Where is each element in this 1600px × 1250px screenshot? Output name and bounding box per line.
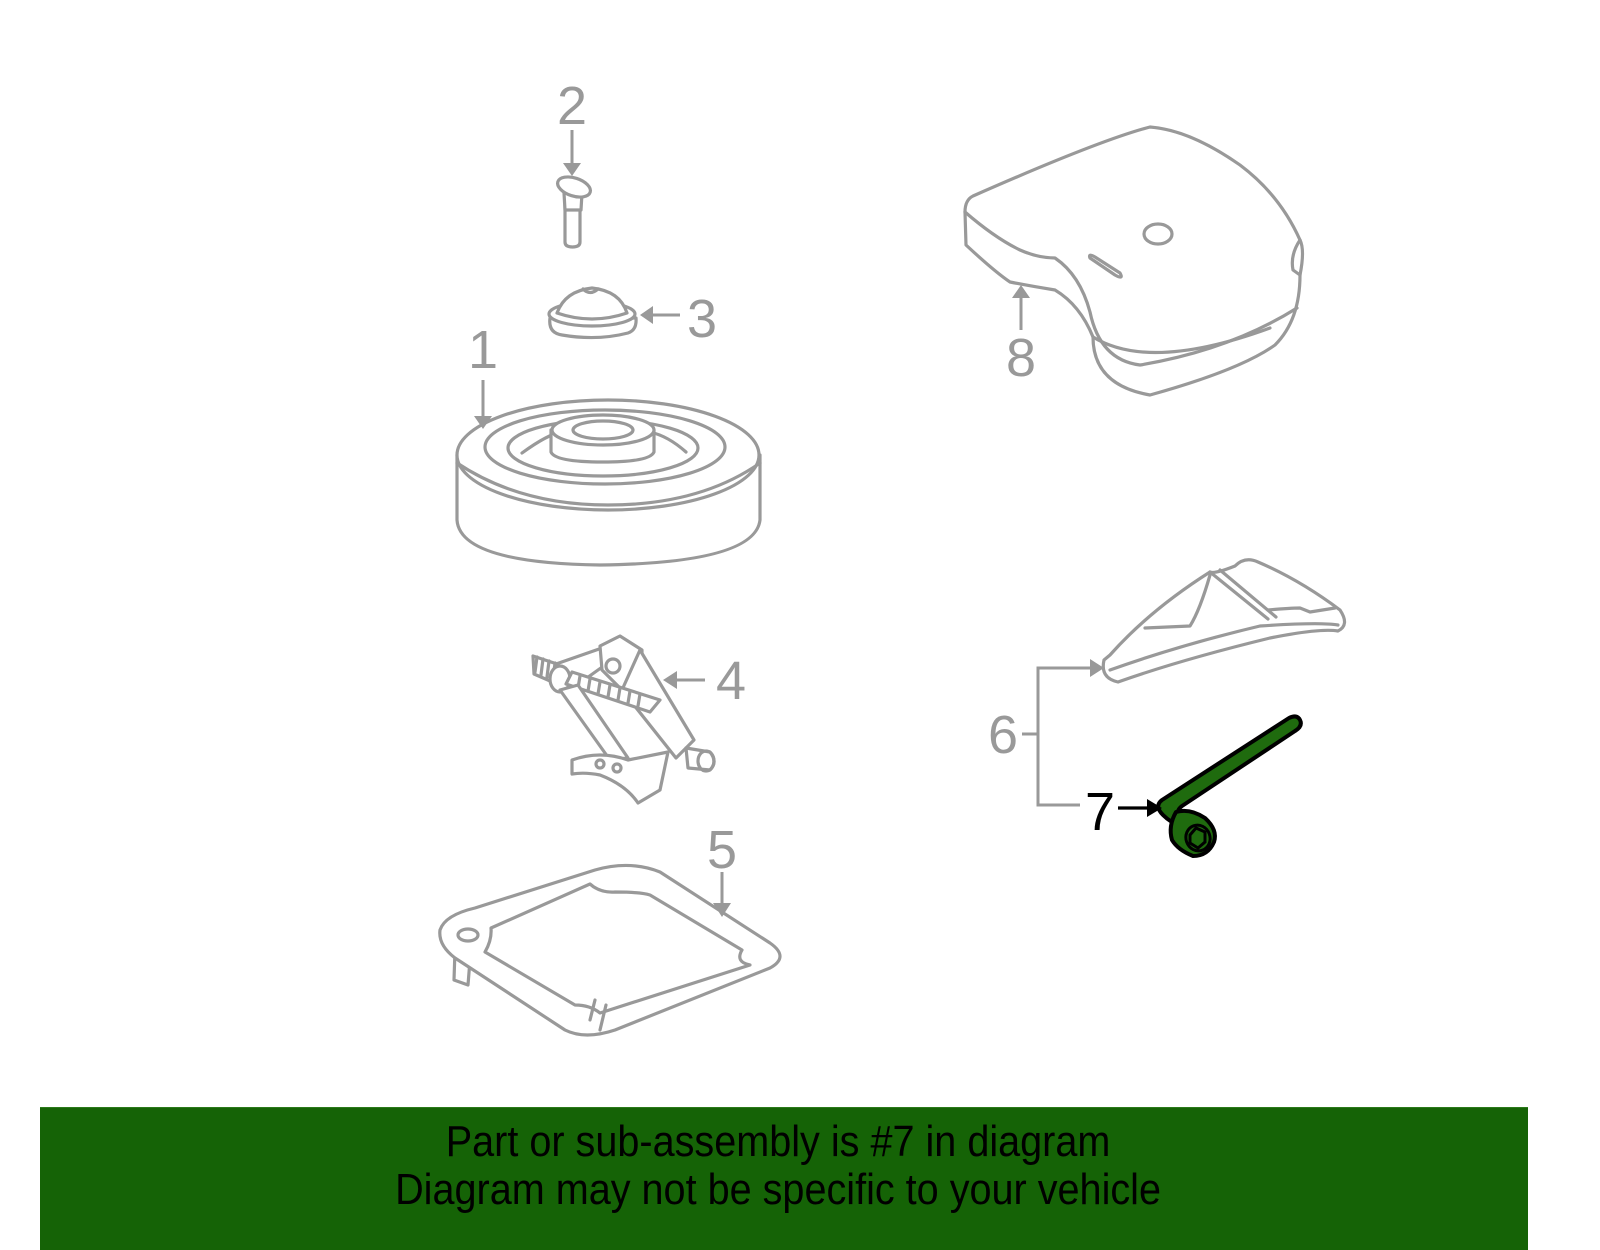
callout-5: 5	[707, 820, 737, 880]
callout-8: 8	[1006, 328, 1036, 388]
spare-tire-illustration	[455, 398, 762, 567]
foam-organizer-illustration	[963, 125, 1305, 397]
callout-3: 3	[687, 289, 717, 349]
tool-kit-illustration	[1101, 558, 1347, 684]
tray-illustration	[438, 863, 782, 1037]
hold-down-bolt-illustration	[555, 175, 593, 249]
lug-wrench-illustration	[1156, 714, 1303, 858]
callout-6: 6	[988, 705, 1018, 765]
callout-4: 4	[716, 651, 746, 711]
banner-disclaimer: Diagram may not be specific to your vehi…	[395, 1165, 1162, 1214]
callout-7: 7	[1085, 782, 1115, 842]
callout-1: 1	[468, 320, 498, 380]
spacer-cap-illustration	[547, 286, 638, 340]
callout-2: 2	[557, 76, 587, 136]
scissor-jack-illustration	[531, 634, 716, 805]
info-banner: Part or sub-assembly is #7 in diagram Di…	[40, 1107, 1528, 1250]
banner-part-note: Part or sub-assembly is #7 in diagram	[445, 1117, 1111, 1166]
